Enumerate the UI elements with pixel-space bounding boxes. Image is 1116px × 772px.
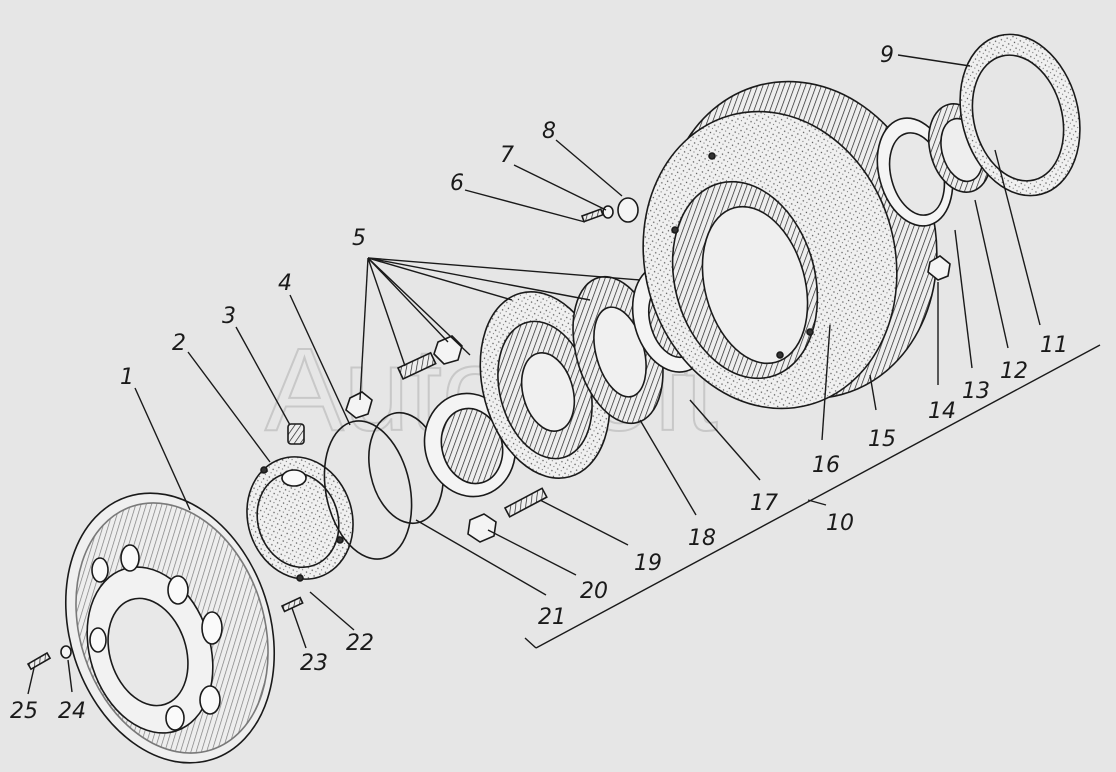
part-brake-drum <box>642 80 938 410</box>
callout-9: 9 <box>880 43 894 68</box>
callout-25: 25 <box>10 699 38 724</box>
callout-8: 8 <box>542 119 556 144</box>
part-small-screw-23 <box>280 596 304 613</box>
callout-5: 5 <box>352 226 366 251</box>
callout-11: 11 <box>1040 333 1068 358</box>
callout-22: 22 <box>346 631 374 656</box>
callout-14: 14 <box>928 399 956 424</box>
callout-6: 6 <box>450 171 464 196</box>
part-stud <box>345 335 463 419</box>
part-brake-shield <box>64 492 276 764</box>
callout-2: 2 <box>172 331 186 356</box>
callout-21: 21 <box>538 605 566 630</box>
callout-1: 1 <box>120 365 134 390</box>
part-hub-cover <box>246 456 354 582</box>
callout-16: 16 <box>812 453 840 478</box>
callout-18: 18 <box>688 526 716 551</box>
part-screw-washer <box>580 197 639 223</box>
callout-12: 12 <box>1000 359 1028 384</box>
callout-10: 10 <box>826 511 854 536</box>
part-ring-gear <box>572 275 664 425</box>
callout-labels: 1 2 3 4 5 6 7 8 9 10 11 12 13 14 15 16 1… <box>10 43 1068 724</box>
callout-17: 17 <box>750 491 778 516</box>
callout-24: 24 <box>58 699 86 724</box>
part-bolt-19 <box>503 487 548 518</box>
callout-7: 7 <box>500 143 514 168</box>
part-plug <box>287 423 305 445</box>
part-seal-plate <box>959 33 1081 197</box>
part-nut-14 <box>927 255 951 281</box>
part-screw-25 <box>26 651 52 671</box>
part-nut-20 <box>467 513 497 543</box>
callout-20: 20 <box>580 579 608 604</box>
leader-lines <box>27 54 1101 695</box>
callout-15: 15 <box>868 427 896 452</box>
callout-23: 23 <box>300 651 328 676</box>
callout-13: 13 <box>962 379 990 404</box>
callout-4: 4 <box>278 271 292 296</box>
part-washer-24 <box>60 645 72 659</box>
part-gasket <box>323 420 413 560</box>
callout-3: 3 <box>222 304 236 329</box>
callout-19: 19 <box>634 551 662 576</box>
